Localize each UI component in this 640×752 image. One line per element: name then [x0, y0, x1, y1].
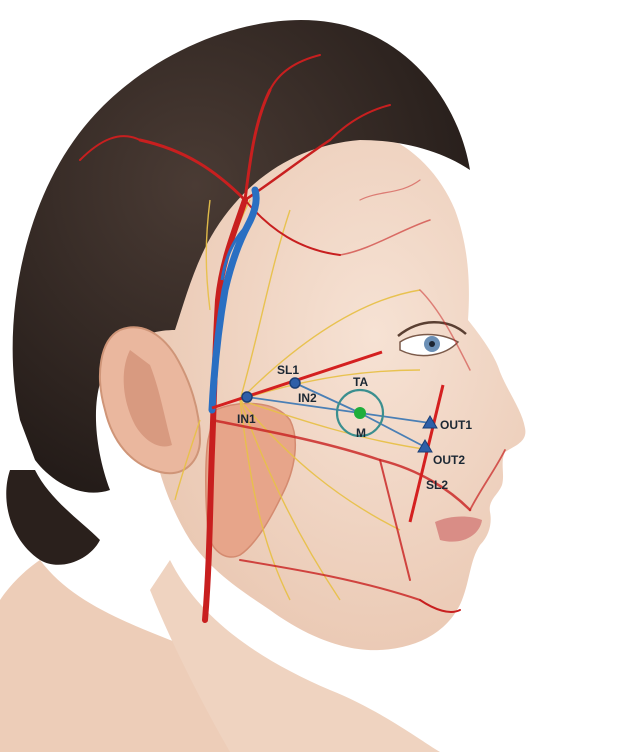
marker-in2 [290, 378, 300, 388]
label-out2: OUT2 [433, 453, 465, 467]
center-point-m [354, 407, 366, 419]
label-m: M [356, 426, 366, 440]
label-out1: OUT1 [440, 418, 472, 432]
label-ta: TA [353, 375, 368, 389]
marker-in1 [242, 392, 252, 402]
label-in2: IN2 [298, 391, 317, 405]
label-sl1: SL1 [277, 363, 299, 377]
label-in1: IN1 [237, 412, 256, 426]
label-sl2: SL2 [426, 478, 448, 492]
